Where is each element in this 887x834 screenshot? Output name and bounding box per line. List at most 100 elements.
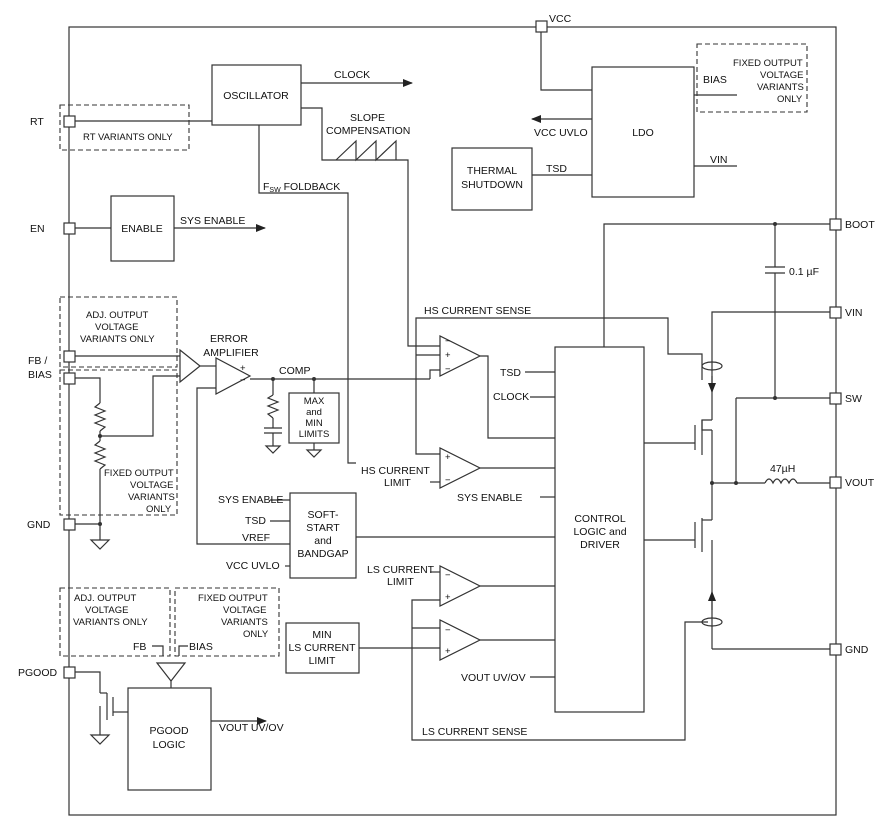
region-fixed-left	[59, 369, 178, 516]
ldo-vin-label: VIN	[710, 154, 728, 166]
region-fixed-bottom	[174, 587, 280, 657]
ss-vref-label: VREF	[242, 532, 270, 544]
min-ls-current-limit-block	[285, 622, 360, 674]
error-amp-label-2: AMPLIFIER	[203, 347, 259, 359]
pin-sw-label: SW	[845, 393, 862, 405]
lsl-plus: +	[445, 592, 451, 603]
region-fixed-right-l3: VARIANTS	[757, 82, 804, 93]
vcc-uvlo-label: VCC UVLO	[534, 127, 588, 139]
region-fixed-right	[696, 43, 808, 113]
region-fixed-left-l2: VOLTAGE	[130, 480, 173, 491]
pin-rt	[63, 115, 76, 128]
pgood-fb-label: FB	[133, 641, 146, 653]
minls-label-2: LS CURRENT	[288, 642, 356, 654]
region-fixed-left-l3: VARIANTS	[128, 492, 175, 503]
pin-boot	[829, 218, 842, 231]
hs-current-sense-icon	[701, 361, 723, 371]
pin-vout-label: VOUT	[845, 477, 875, 489]
vout-uvov-out-label: VOUT UV/OV	[219, 722, 284, 734]
pin-pgood-label: PGOOD	[18, 667, 58, 679]
hs-sense-label: HS CURRENT SENSE	[424, 305, 531, 317]
ldo-block	[591, 66, 695, 198]
ls-limit-label-2: LIMIT	[387, 576, 414, 588]
pgood-buffer	[155, 662, 187, 682]
region-fixed-bottom-l2: VOLTAGE	[223, 605, 266, 616]
pin-gnd-left-label: GND	[27, 519, 51, 531]
hs-limit-label-2: LIMIT	[384, 477, 411, 489]
ss-sys-enable-label: SYS ENABLE	[218, 494, 283, 506]
cap-label: 0.1 µF	[789, 266, 819, 278]
pin-sw	[829, 392, 842, 405]
comp-resistor-icon	[266, 394, 280, 419]
wire-comp-to-pwm	[429, 369, 440, 379]
control-label-1: CONTROL	[574, 513, 625, 525]
wire-pgood-pin	[75, 671, 101, 693]
error-amp-label-1: ERROR	[210, 333, 248, 345]
ls-sense-label: LS CURRENT SENSE	[422, 726, 527, 738]
pin-boot-label: BOOT	[845, 219, 875, 231]
resistor-top-icon	[93, 402, 107, 432]
wire-pgood-bias	[178, 645, 188, 656]
pwm-plus-2: −	[445, 364, 451, 375]
region-adj-top-l3: VARIANTS ONLY	[80, 334, 155, 345]
wire-boot	[603, 223, 830, 347]
enable-label: ENABLE	[121, 223, 162, 235]
ea-minus: −	[240, 375, 246, 386]
region-fixed-bottom-l3: VARIANTS	[221, 617, 268, 628]
region-adj-bottom-l1: ADJ. OUTPUT	[74, 593, 136, 604]
wire-div-to-buffer	[100, 375, 180, 437]
ldo-bias-label: BIAS	[703, 74, 727, 86]
pin-vin	[829, 306, 842, 319]
pin-bias	[63, 372, 76, 385]
maxmin-label-1: MAX	[304, 396, 325, 407]
maxmin-label-2: and	[306, 407, 322, 418]
ea-plus: +	[240, 363, 246, 374]
hsl-minus: −	[445, 475, 451, 486]
minls-label-1: MIN	[312, 629, 331, 641]
maxmin-label-4: LIMITS	[299, 429, 330, 440]
clock-ctrl-label: CLOCK	[493, 391, 529, 403]
ss-vcc-uvlo-label: VCC UVLO	[226, 560, 280, 572]
thermal-shutdown-block	[451, 147, 533, 211]
wire-sw-node	[712, 398, 737, 484]
minls-label-3: LIMIT	[309, 655, 336, 667]
sys-enable-ctrl-label: SYS ENABLE	[457, 492, 522, 504]
pgood-label-2: LOGIC	[153, 739, 186, 751]
sys-enable-label: SYS ENABLE	[180, 215, 245, 227]
resistor-bottom-icon	[93, 440, 107, 470]
ss-tsd-label: TSD	[245, 515, 266, 527]
pwm-minus: −	[445, 336, 451, 347]
pin-vcc	[535, 20, 548, 33]
slope-label-1: SLOPE	[350, 112, 385, 124]
hs-fet-terminals	[701, 419, 712, 431]
softstart-label-1: SOFT-	[308, 509, 339, 521]
region-rt-variants	[59, 104, 190, 151]
pgood-bias-label: BIAS	[189, 641, 213, 653]
wire-vin	[711, 311, 830, 420]
clock-label: CLOCK	[334, 69, 370, 81]
oscillator-block	[211, 64, 302, 126]
pin-en-label: EN	[30, 223, 45, 235]
wire-hs-sense	[415, 317, 703, 380]
min-ls-comparator	[439, 619, 482, 661]
ls-limit-label-1: LS CURRENT	[367, 564, 435, 576]
region-rt-variants-label: RT VARIANTS ONLY	[83, 132, 173, 143]
wire-pwm-out	[480, 355, 555, 439]
pin-en	[63, 222, 76, 235]
wire-pgood-fb	[152, 645, 164, 656]
pin-pgood	[63, 666, 76, 679]
error-amplifier	[215, 357, 252, 395]
control-label-3: DRIVER	[580, 539, 620, 551]
region-adj-top-l1: ADJ. OUTPUT	[86, 310, 148, 321]
region-fixed-right-l4: ONLY	[777, 94, 803, 105]
maxmin-label-3: MIN	[305, 418, 323, 429]
mls-minus: −	[445, 625, 451, 636]
pin-gnd-right	[829, 643, 842, 656]
comp-ground-icon	[264, 445, 282, 454]
sw-node	[773, 396, 777, 400]
pin-fb	[63, 350, 76, 363]
pin-rt-label: RT	[30, 116, 44, 128]
sawtooth-icon	[335, 139, 397, 162]
softstart-label-4: BANDGAP	[297, 548, 348, 560]
region-fixed-right-l1: FIXED OUTPUT	[733, 58, 803, 69]
